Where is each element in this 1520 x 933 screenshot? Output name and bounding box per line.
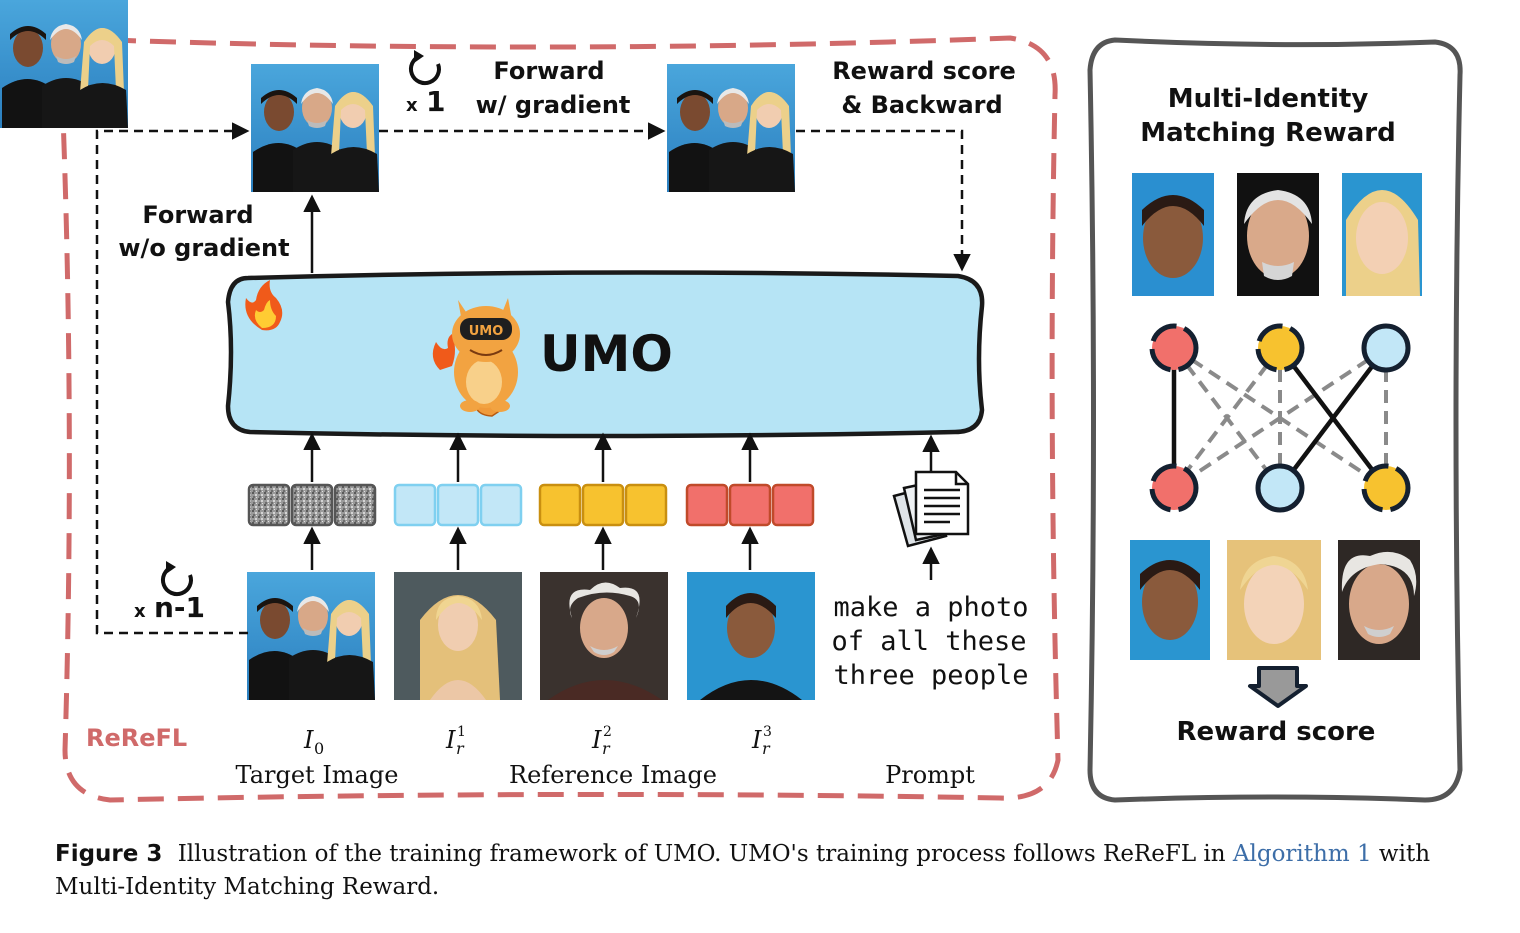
face-crop-2 — [1237, 173, 1319, 296]
ref-symbol-3-sub: r — [762, 739, 771, 758]
reward-title-line2: Matching Reward — [1140, 118, 1396, 148]
reward-backward-line1: Reward score — [832, 57, 1016, 85]
caption-text-after: with Multi-Identity Matching Reward. — [55, 841, 1431, 900]
figure-label: Figure 3 — [55, 841, 163, 867]
face-crop-3 — [1342, 173, 1422, 296]
forward-with-gradient-line1: Forward — [493, 57, 604, 85]
generated-image-step-1 — [251, 64, 379, 192]
prompt-text-line3: three people — [833, 660, 1028, 691]
matching-nodes — [1149, 323, 1411, 513]
target-image-label: Target Image — [236, 761, 399, 789]
prompt-text-line2: of all these — [831, 626, 1026, 657]
fire-icon — [245, 280, 283, 331]
caption-text-before: Illustration of the training framework o… — [177, 841, 1226, 867]
reward-score-label: Reward score — [1177, 717, 1376, 747]
ref-symbol-1-sup: 1 — [457, 724, 466, 740]
face-crop-6 — [1338, 540, 1420, 660]
reference-image-1 — [394, 572, 522, 700]
reference-image-3 — [687, 572, 815, 700]
reference-tokens-1 — [393, 483, 523, 527]
face-crop-4 — [1130, 540, 1210, 660]
document-icon — [892, 470, 970, 548]
reference-tokens-2 — [538, 483, 668, 527]
loop-icon-bottom — [161, 561, 193, 597]
algorithm-link[interactable]: Algorithm 1 — [1232, 841, 1372, 867]
ref-symbol-2-base: I — [591, 726, 602, 754]
target-symbol: I 0 — [303, 726, 324, 758]
arrow-reward-backward — [796, 129, 971, 272]
loop-icon-top — [409, 50, 441, 86]
umo-mascot-icon: UMO — [432, 298, 520, 417]
rerefl-label: ReReFL — [86, 724, 187, 752]
loop-count-bottom: n-1 — [154, 591, 205, 624]
ref-symbol-3-base: I — [751, 726, 762, 754]
prompt-label: Prompt — [885, 761, 975, 789]
target-symbol-sub: 0 — [314, 739, 324, 758]
loop-count-top: 1 — [426, 85, 445, 118]
ref-symbol-3: I r 3 — [751, 724, 772, 758]
reward-down-arrow — [1248, 666, 1308, 708]
reward-backward-line2: & Backward — [841, 91, 1002, 119]
target-symbol-base: I — [303, 726, 314, 754]
target-image — [247, 572, 375, 700]
ref-symbol-1-base: I — [445, 726, 456, 754]
ref-symbol-3-sup: 3 — [763, 724, 772, 740]
face-crop-1 — [1132, 173, 1214, 296]
forward-with-gradient-line2: w/ gradient — [476, 91, 631, 119]
ref-symbol-2-sup: 2 — [603, 724, 612, 740]
generated-image-step-n — [667, 64, 795, 192]
loop-times-bottom: x — [134, 601, 146, 622]
mascot-badge: UMO — [469, 324, 504, 339]
reference-tokens-3 — [685, 483, 815, 527]
ref-symbol-2: I r 2 — [591, 724, 612, 758]
reference-image-label: Reference Image — [509, 761, 717, 789]
target-tokens — [247, 483, 377, 527]
reward-panel-border — [1087, 37, 1463, 803]
figure-caption: Figure 3 Illustration of the training fr… — [55, 838, 1475, 904]
loop-arrow-left — [95, 122, 250, 635]
ref-symbol-1-sub: r — [456, 739, 465, 758]
ref-symbol-1: I r 1 — [445, 724, 466, 758]
prompt-text-line1: make a photo — [833, 592, 1028, 623]
token-arrows — [303, 432, 940, 580]
umo-model-label: UMO — [540, 325, 673, 383]
reward-title-line1: Multi-Identity — [1168, 84, 1369, 114]
reference-image-2 — [540, 572, 668, 700]
rerefl-dashed-border — [59, 35, 1061, 803]
forward-without-gradient-line1: Forward — [142, 201, 253, 229]
umo-block — [225, 270, 985, 439]
ref-symbol-2-sub: r — [602, 739, 611, 758]
forward-without-gradient-line2: w/o gradient — [118, 234, 289, 262]
loop-times-top: x — [406, 95, 418, 116]
face-crop-5 — [1227, 540, 1321, 660]
